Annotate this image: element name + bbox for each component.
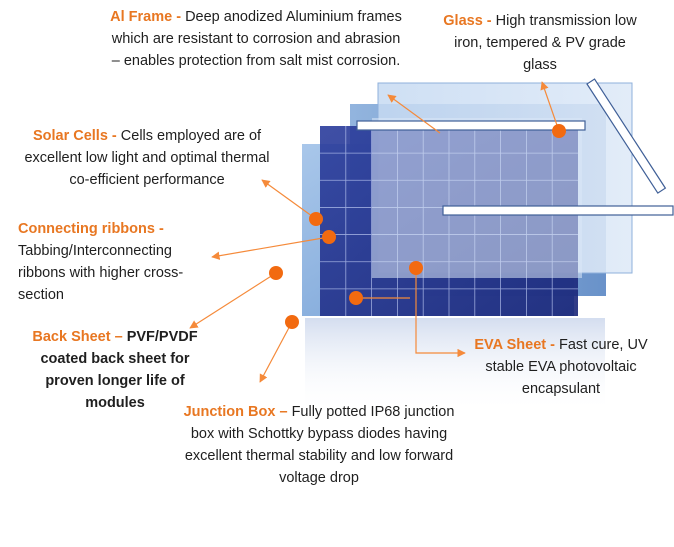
eva-sheet-marker	[409, 261, 423, 275]
back-sheet-heading: Back Sheet –	[32, 329, 127, 345]
eva-sheet-leader	[415, 268, 466, 358]
glass-body: High transmission low iron, tempered & P…	[454, 13, 637, 73]
connecting-ribbons-arrow	[211, 236, 330, 260]
back-sheet-body: PVF/PVDF coated back sheet for proven lo…	[40, 329, 198, 411]
frame-rail-right	[442, 205, 674, 216]
al-frame-heading: Al Frame -	[110, 9, 186, 25]
frame-rail-top	[356, 120, 586, 131]
solar-cells-marker	[309, 212, 323, 226]
back-sheet-marker	[269, 266, 283, 280]
solar-cells-heading: Solar Cells -	[32, 128, 121, 144]
junction-box-marker	[285, 315, 299, 329]
ribbon-marker	[349, 291, 363, 305]
frame-rail-diagonal	[586, 78, 667, 194]
callout-solar-cells: Solar Cells - Cells employed are of exce…	[22, 125, 272, 191]
callout-al-frame: Al Frame - Deep anodized Aluminium frame…	[106, 6, 406, 72]
al-frame-body: Deep anodized Aluminium frames which are…	[111, 9, 402, 69]
eva-sheet-heading: EVA Sheet -	[474, 337, 559, 353]
connecting-ribbons-heading: Connecting ribbons -	[18, 221, 164, 237]
callout-glass: Glass - High transmission low iron, temp…	[440, 10, 640, 76]
junction-box-heading: Junction Box –	[183, 404, 292, 420]
panel-reflection	[305, 318, 605, 413]
glass-arrow	[540, 81, 560, 132]
callout-back-sheet: Back Sheet – PVF/PVDF coated back sheet …	[22, 326, 208, 414]
callout-eva-sheet: EVA Sheet - Fast cure, UV stable EVA pho…	[466, 334, 656, 400]
solar-cells-body: Cells employed are of excellent low ligh…	[24, 128, 270, 188]
callout-connecting-ribbons: Connecting ribbons - Tabbing/Interconnec…	[18, 218, 218, 306]
glass-marker	[552, 124, 566, 138]
al-frame-arrow	[387, 94, 441, 134]
back-sheet-arrow	[189, 272, 277, 329]
callout-junction-box: Junction Box – Fully potted IP68 junctio…	[180, 401, 458, 489]
glass-heading: Glass -	[443, 13, 496, 29]
solar-cells-arrow	[261, 179, 317, 220]
junction-box-arrow	[259, 321, 293, 383]
eva-layer	[372, 118, 582, 278]
connecting-ribbons-marker	[322, 230, 336, 244]
junction-box-body: Fully potted IP68 junction box with Scho…	[184, 404, 455, 486]
eva-sheet-body: Fast cure, UV stable EVA photovoltaic en…	[485, 337, 648, 397]
connecting-ribbons-body: Tabbing/Interconnecting ribbons with hig…	[18, 243, 184, 303]
